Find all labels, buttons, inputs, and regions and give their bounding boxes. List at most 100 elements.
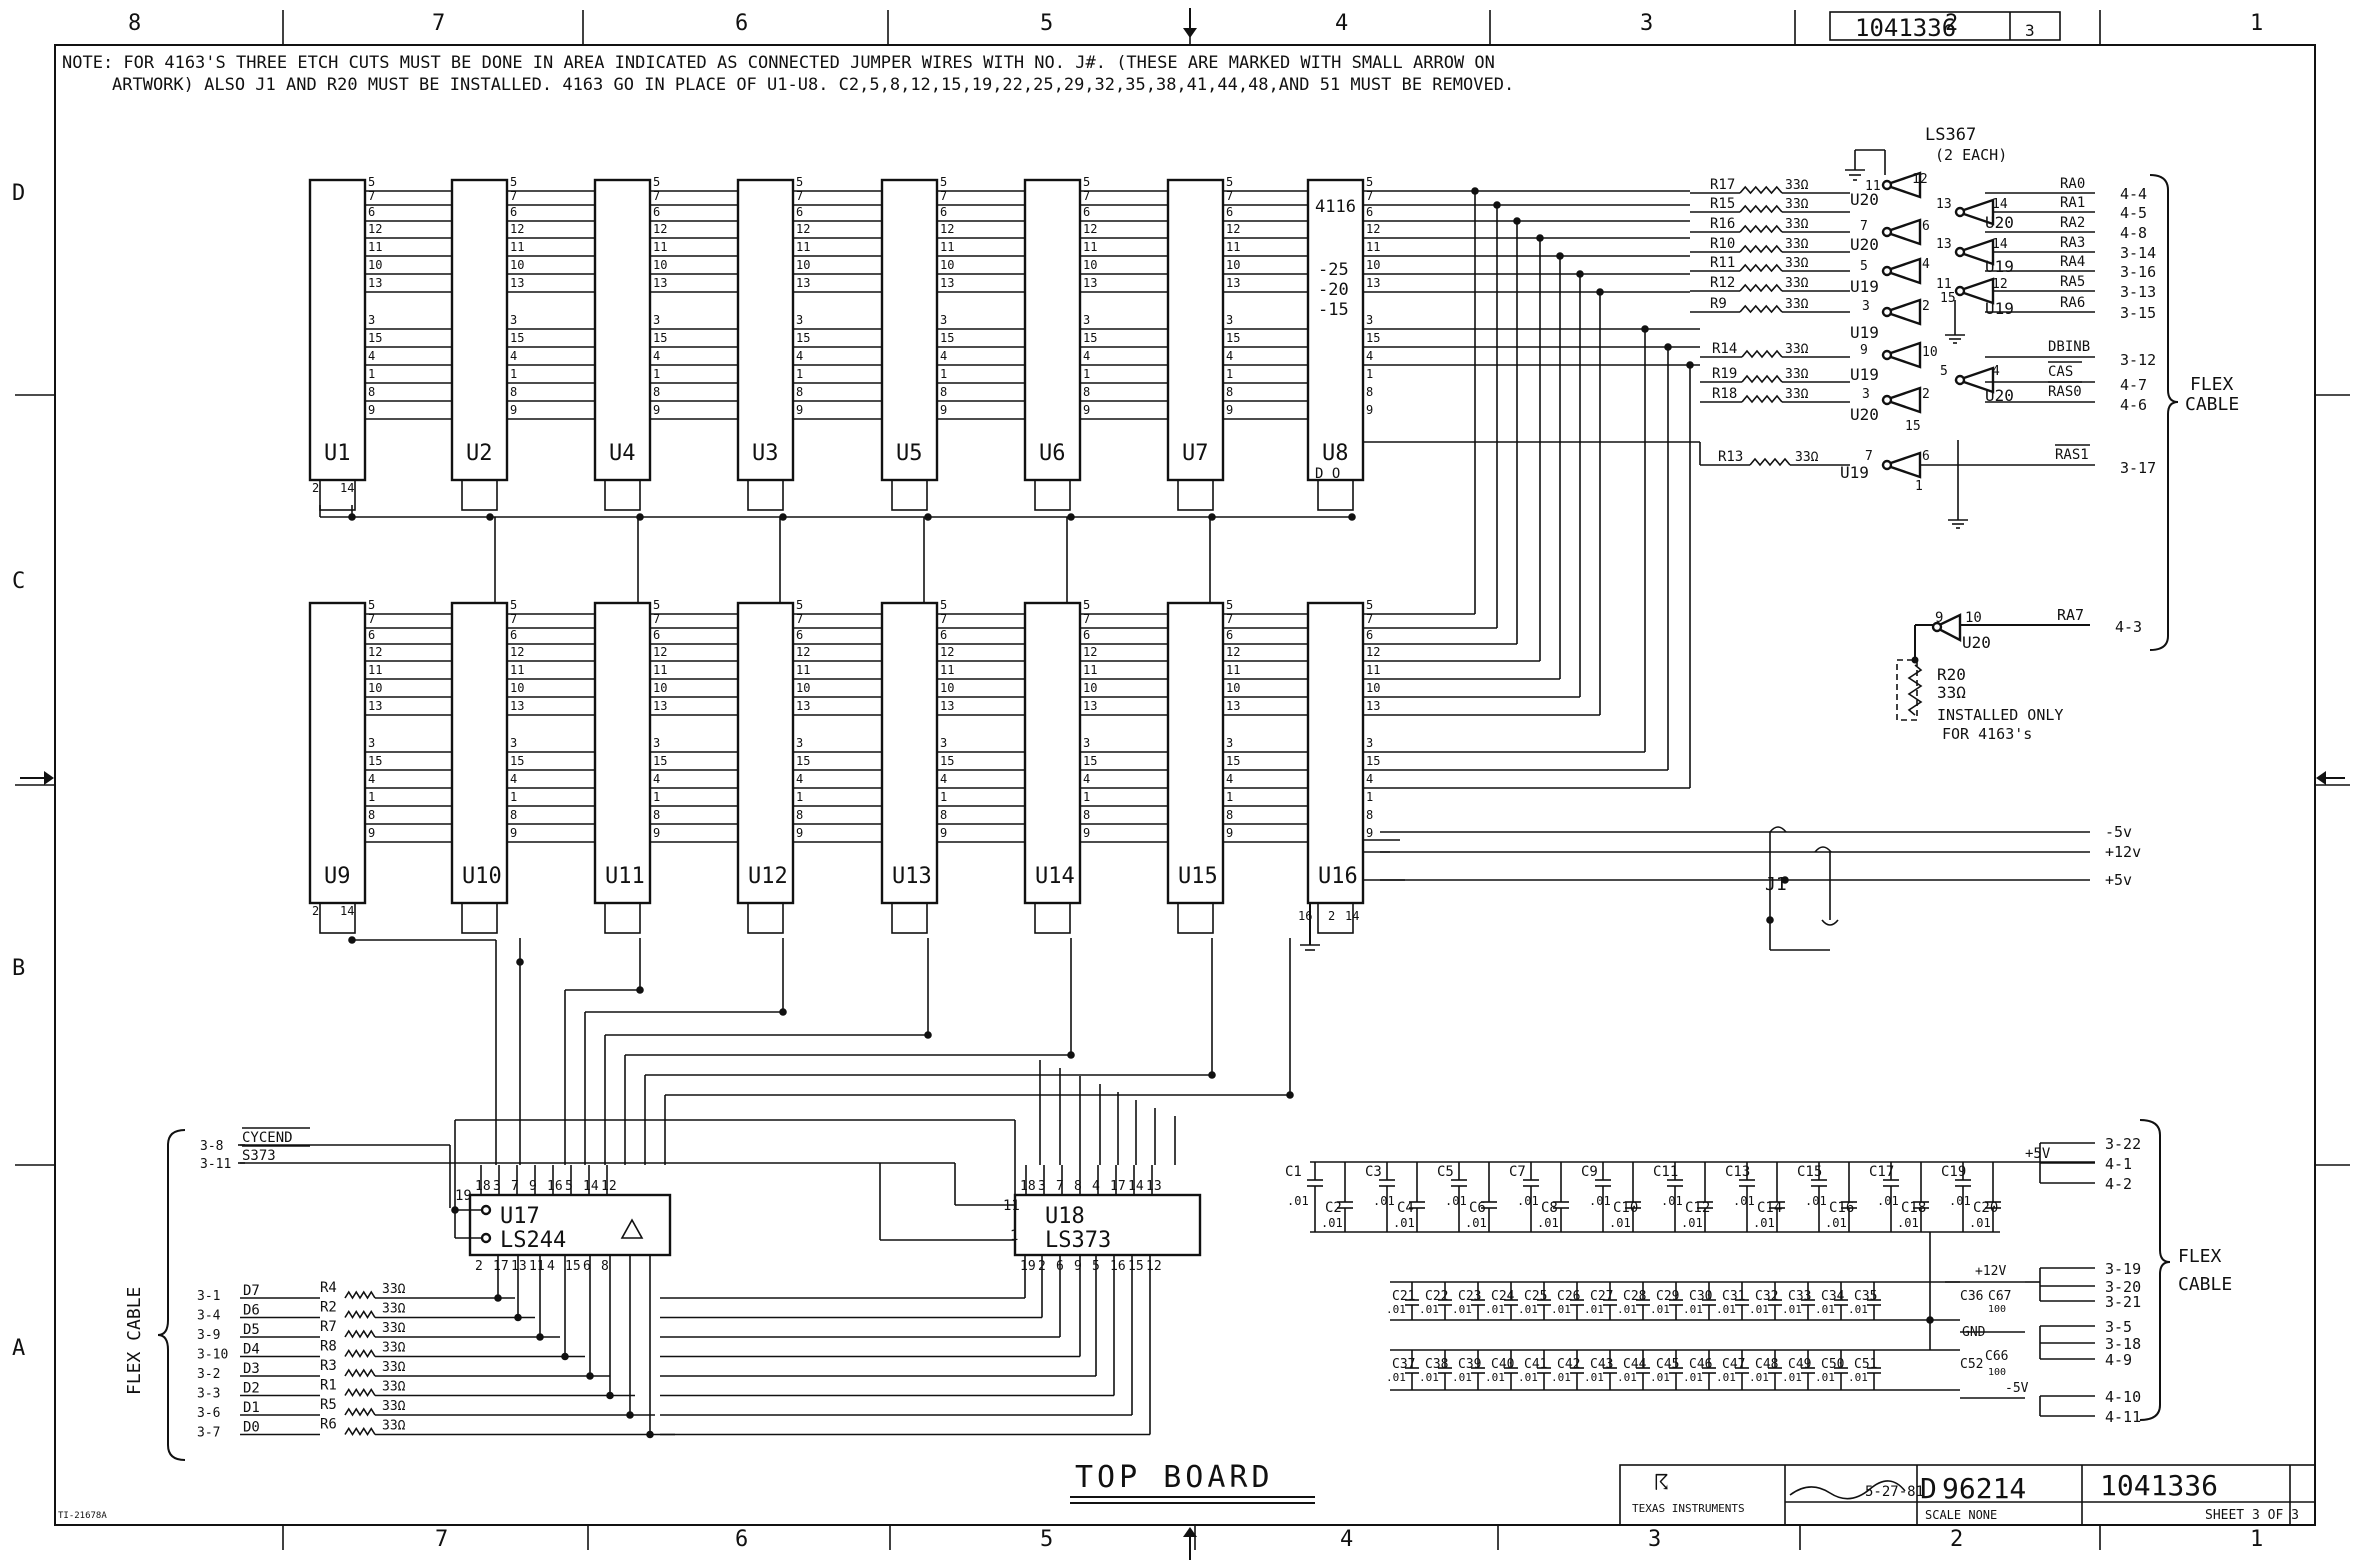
- svg-text:3: 3: [510, 736, 517, 750]
- svg-text:5: 5: [653, 175, 660, 189]
- svg-text:15: 15: [653, 754, 667, 768]
- svg-text:5: 5: [940, 598, 947, 612]
- svg-text:3: 3: [1366, 736, 1373, 750]
- zone-top-3: 3: [1640, 11, 1653, 36]
- resistor: [1741, 374, 1783, 384]
- resistor: [1749, 457, 1791, 467]
- ls367-sub: (2 EACH): [1935, 146, 2007, 164]
- resistor: [344, 1309, 376, 1320]
- svg-text:C66: C66: [1985, 1349, 2008, 1364]
- cap-C46: C46.01: [1683, 1350, 1716, 1390]
- res-R9: R9: [1710, 296, 1727, 312]
- svg-text:11: 11: [1003, 1198, 1020, 1214]
- svg-text:33Ω: 33Ω: [1785, 217, 1809, 232]
- svg-text:9: 9: [510, 403, 517, 417]
- svg-text:33Ω: 33Ω: [382, 1282, 406, 1297]
- svg-text:13: 13: [510, 276, 524, 290]
- svg-text:14: 14: [1992, 197, 2008, 212]
- svg-text:.01: .01: [1589, 1194, 1611, 1208]
- svg-text:2: 2: [475, 1259, 483, 1274]
- data-ref-D5: 3-9: [197, 1328, 220, 1343]
- svg-text:.01: .01: [1877, 1194, 1899, 1208]
- gate-label-3: U19: [1985, 257, 2014, 276]
- data-sig-D5: D5: [243, 1322, 260, 1338]
- resistor: [1739, 283, 1783, 293]
- svg-text:5: 5: [1226, 598, 1233, 612]
- buffer-gate: [1881, 386, 1922, 414]
- cap-C25: C25.01: [1518, 1282, 1551, 1320]
- svg-text:5: 5: [368, 598, 375, 612]
- ref-RA5: 3-13: [2120, 283, 2156, 301]
- svg-text:.01: .01: [1452, 1371, 1472, 1384]
- sig-RA1: RA1: [2060, 195, 2085, 211]
- svg-text:9: 9: [653, 403, 660, 417]
- svg-text:15: 15: [368, 331, 382, 345]
- resistor: [344, 1329, 376, 1339]
- svg-text:7: 7: [1226, 612, 1233, 626]
- tb-company: TEXAS INSTRUMENTS: [1632, 1502, 1745, 1515]
- svg-text:10: 10: [1922, 345, 1938, 360]
- svg-text:33Ω: 33Ω: [382, 1321, 406, 1336]
- svg-text:13: 13: [510, 699, 524, 713]
- buffer-gate: [1881, 257, 1922, 285]
- svg-text:12: 12: [1226, 222, 1240, 236]
- flex-brace-top: [2149, 174, 2179, 651]
- data-ref-D4: 3-10: [197, 1348, 228, 1363]
- buffer-gate: [1881, 341, 1922, 369]
- svg-text:5: 5: [940, 175, 947, 189]
- svg-text:9: 9: [940, 826, 947, 840]
- svg-text:14: 14: [340, 481, 354, 495]
- ps-label-+12V: +12V: [1975, 1264, 2006, 1279]
- svg-text:11: 11: [1865, 179, 1881, 194]
- svg-text:7: 7: [1226, 189, 1233, 203]
- svg-text:13: 13: [940, 276, 954, 290]
- svg-text:.01: .01: [1584, 1371, 1604, 1384]
- svg-text:8: 8: [796, 385, 803, 399]
- svg-text:3: 3: [1862, 387, 1870, 402]
- svg-text:.01: .01: [1749, 1303, 1769, 1316]
- svg-text:7: 7: [510, 612, 517, 626]
- res-R19: R19: [1712, 366, 1737, 382]
- svg-text:33Ω: 33Ω: [1785, 256, 1809, 271]
- cap-C30: C30.01: [1683, 1282, 1716, 1320]
- svg-text:4: 4: [1366, 772, 1373, 786]
- svg-text:15: 15: [796, 754, 810, 768]
- svg-text:8: 8: [368, 385, 375, 399]
- svg-text:11: 11: [1226, 663, 1240, 677]
- zone-row-A: A: [12, 1336, 25, 1361]
- data-ref-D3: 3-2: [197, 1367, 220, 1382]
- ref-DBINB: 3-12: [2120, 351, 2156, 369]
- svg-text:15: 15: [653, 331, 667, 345]
- ref-RA4: 3-16: [2120, 263, 2156, 281]
- svg-text:11: 11: [368, 663, 382, 677]
- ctrl-ref-S373: 3-11: [200, 1157, 231, 1172]
- svg-text:3: 3: [940, 313, 947, 327]
- svg-text:10: 10: [368, 681, 382, 695]
- r20-val: 33Ω: [1937, 683, 1966, 702]
- cap-C49: C49.01: [1782, 1350, 1815, 1390]
- resistor: [1739, 304, 1783, 314]
- svg-text:9: 9: [1935, 610, 1943, 626]
- buffer-gate: [1881, 298, 1922, 326]
- zone-bottom-2: 2: [1950, 1527, 1963, 1552]
- svg-text:33Ω: 33Ω: [1795, 450, 1819, 465]
- zone-top-4: 4: [1335, 11, 1348, 36]
- svg-text:15: 15: [1128, 1259, 1144, 1274]
- ref-RA0: 4-4: [2120, 185, 2147, 203]
- ps-ref-4-2: 4-2: [2105, 1175, 2132, 1193]
- svg-text:6: 6: [1366, 628, 1373, 642]
- zone-bottom-4: 4: [1340, 1527, 1353, 1552]
- svg-text:.01: .01: [1805, 1194, 1827, 1208]
- svg-text:15: 15: [1083, 754, 1097, 768]
- svg-text:11: 11: [653, 240, 667, 254]
- svg-text:12: 12: [1366, 222, 1380, 236]
- svg-text:10: 10: [940, 681, 954, 695]
- svg-text:5: 5: [368, 175, 375, 189]
- svg-text:.01: .01: [1815, 1371, 1835, 1384]
- svg-text:.01: .01: [1485, 1303, 1505, 1316]
